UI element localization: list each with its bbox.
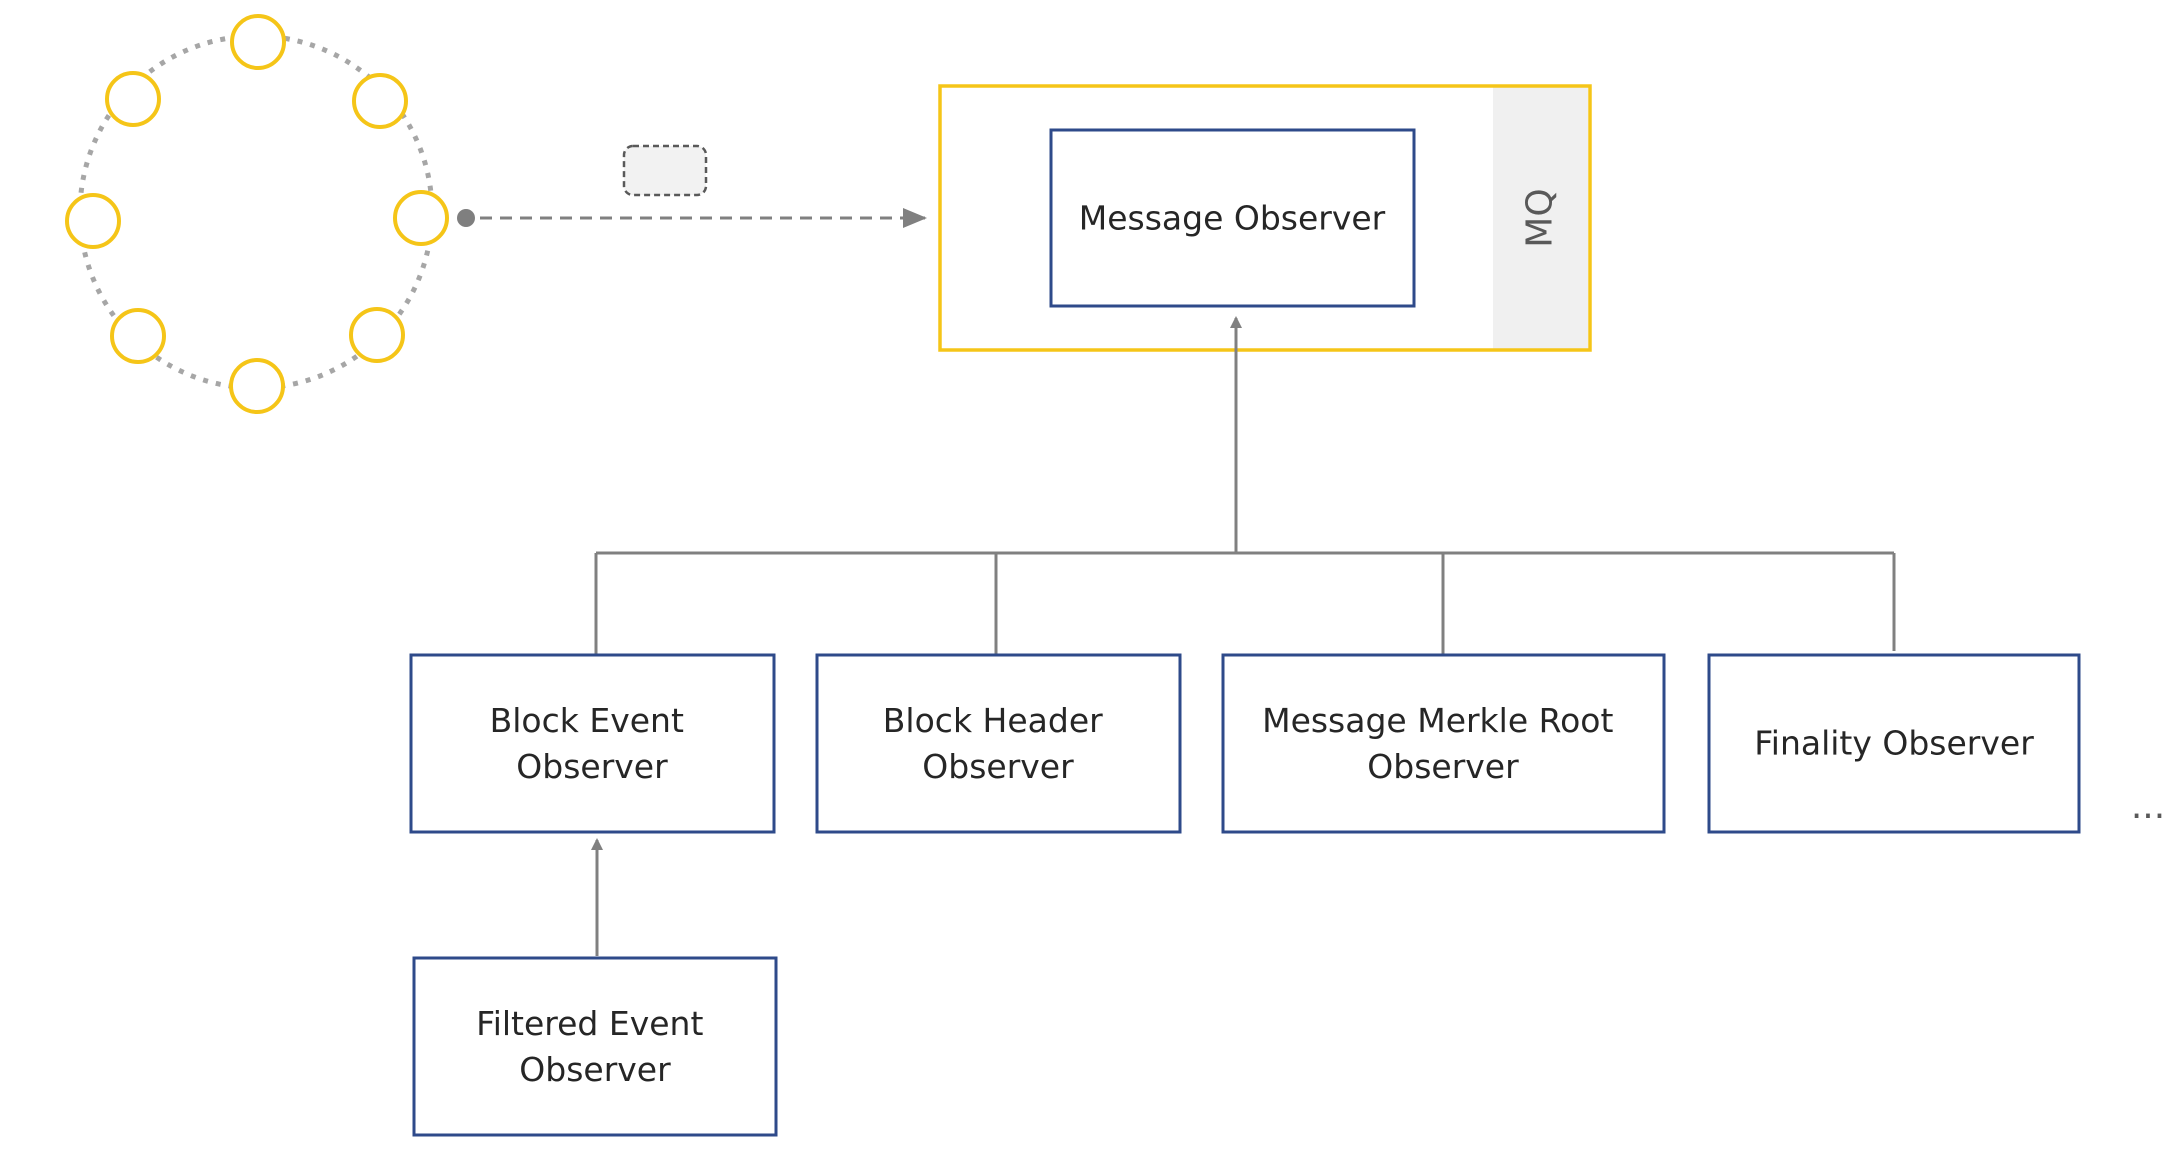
block-event-observer-label: Block Event Observer: [490, 701, 695, 786]
finality-observer-label: Finality Observer: [1754, 724, 2034, 763]
network-node-4[interactable]: [349, 307, 405, 363]
network-node-8[interactable]: [105, 71, 161, 127]
network-node-2[interactable]: [352, 73, 408, 129]
filtered-event-observer-label: Filtered Event Observer: [476, 1004, 714, 1089]
node-network-ring: [65, 14, 449, 414]
block-event-line-2: Observer: [516, 747, 668, 786]
merkle-root-observer-label: Message Merkle Root Observer: [1262, 701, 1624, 786]
ring-nodes: [65, 14, 449, 414]
mq-label: MQ: [1520, 188, 1561, 247]
network-node-1[interactable]: [230, 14, 286, 70]
message-observer-box[interactable]: Message Observer: [1049, 128, 1416, 308]
message-packet-icon: [622, 144, 708, 197]
merkle-root-line-2: Observer: [1367, 747, 1519, 786]
block-header-observer-box[interactable]: Block Header Observer: [815, 653, 1182, 834]
filtered-event-observer-box[interactable]: Filtered Event Observer: [412, 956, 778, 1137]
message-flow-arrow: [457, 144, 927, 228]
network-node-3[interactable]: [393, 190, 449, 246]
network-node-7[interactable]: [65, 193, 121, 249]
mq-container-border: [938, 84, 1592, 352]
filtered-event-line-2: Observer: [519, 1050, 671, 1089]
filtered-event-line-1: Filtered Event: [476, 1004, 703, 1043]
network-node-5[interactable]: [229, 358, 285, 414]
block-event-observer-box[interactable]: Block Event Observer: [409, 653, 776, 834]
observer-connector-tree: [591, 316, 1896, 956]
mq-container: MQ Message Observer: [938, 84, 1592, 352]
block-header-observer-label: Block Header Observer: [883, 701, 1113, 786]
network-node-6[interactable]: [110, 308, 166, 364]
arrow-origin-dot: [457, 209, 475, 227]
finality-observer-box[interactable]: Finality Observer: [1707, 653, 2081, 834]
more-observers-ellipsis: ...: [2131, 786, 2165, 827]
mq-side-panel: [1493, 87, 1588, 349]
block-event-line-1: Block Event: [490, 701, 684, 740]
merkle-root-observer-box[interactable]: Message Merkle Root Observer: [1221, 653, 1666, 834]
merkle-root-line-1: Message Merkle Root: [1262, 701, 1613, 740]
block-header-line-2: Observer: [922, 747, 1074, 786]
message-observer-label: Message Observer: [1079, 199, 1386, 238]
block-header-line-1: Block Header: [883, 701, 1103, 740]
